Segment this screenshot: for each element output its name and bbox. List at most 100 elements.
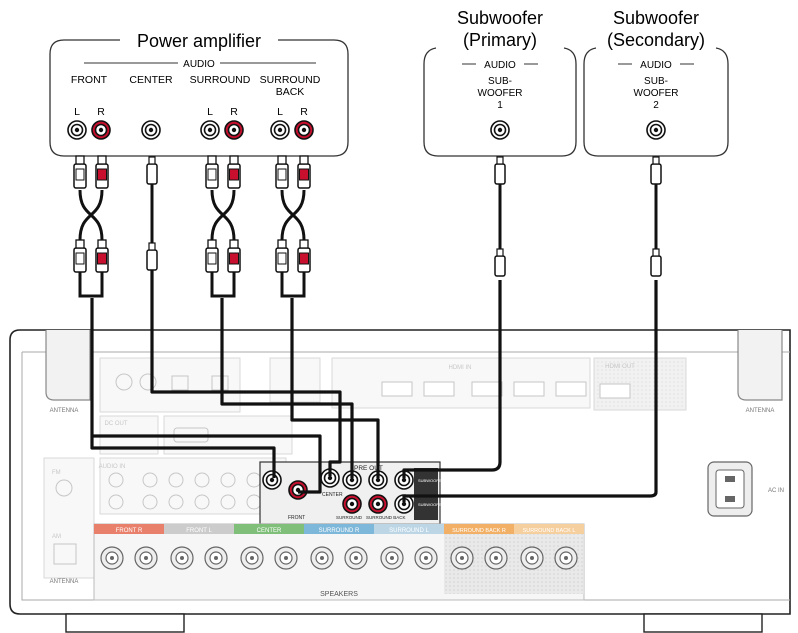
spk-label-front-l: FRONT L [186, 528, 212, 534]
front-l-amp-plug [73, 155, 87, 189]
spk-terminal [134, 546, 158, 570]
preout-front-label: FRONT [288, 515, 305, 521]
subwoofer-secondary-title: Subwoofer [613, 8, 699, 28]
spk-center-header [234, 524, 304, 534]
amp-group-surround-label: SURROUND [190, 74, 251, 86]
power-amplifier-title: Power amplifier [137, 31, 261, 51]
spk-terminal [414, 546, 438, 570]
amp-front-l-jack [67, 120, 87, 140]
cable-front-split [90, 436, 276, 478]
spk-surround-back-r-header [444, 524, 514, 534]
front-r-amp-plug [95, 155, 109, 189]
spk-terminal [450, 546, 474, 570]
spk-surround-r-header [304, 524, 374, 534]
spk-terminal [100, 546, 124, 570]
spk-front-l-header [164, 524, 234, 534]
receiver-rear-panel: ANTENNA ANTENNA ANTENNA HDMI IN HDMI OUT… [9, 329, 791, 633]
cable-sub1 [402, 280, 502, 478]
spk-terminal [344, 546, 368, 570]
subwoofer-secondary-audio: AUDIO [640, 60, 672, 71]
preout-surround-back-label: SURROUND BACK [366, 515, 406, 520]
front-r-rx-plug [95, 239, 109, 273]
fm-label: FM [52, 470, 61, 476]
surround-r-amp-plug [227, 155, 241, 189]
amp-group-surround-back-label: SURROUND [260, 74, 321, 86]
spk-terminal [274, 546, 298, 570]
sub1-rx-plug [494, 248, 506, 277]
cable-front [90, 298, 322, 494]
center-rx-plug [146, 242, 158, 271]
front-l-rx-plug [73, 239, 87, 273]
front-y-cable [73, 155, 109, 298]
amp-group-center-label: CENTER [129, 74, 173, 86]
subwoofer-primary-label-2: WOOFER [478, 88, 523, 99]
subwoofer-primary-title: Subwoofer [457, 8, 543, 28]
dc-out-label: DC OUT [105, 421, 128, 427]
spk-label-surround-back-l: SURROUND BACK L [523, 528, 576, 534]
preout-center-label: CENTER [322, 492, 343, 498]
cable-surround-back [290, 298, 380, 478]
hdmi-in-label: HDMI IN [449, 365, 472, 371]
cables [90, 270, 658, 502]
amp-front-r-label: R [97, 106, 105, 118]
subwoofer-secondary-num: 2 [653, 100, 659, 111]
subwoofer-primary-num: 1 [497, 100, 503, 111]
surround-l-amp-plug [205, 155, 219, 189]
amp-surround-l-label: L [207, 106, 213, 118]
preout-surround-label: SURROUND [336, 515, 363, 520]
spk-label-surround-r: SURROUND R [319, 528, 360, 534]
subwoofer-primary-audio: AUDIO [484, 60, 516, 71]
center-amp-plug [146, 156, 158, 185]
spk-label-center: CENTER [257, 528, 282, 534]
amp-group-surround-back-label-2: BACK [276, 86, 305, 98]
amp-surround-r-label: R [230, 106, 238, 118]
amp-surround-r-jack [224, 120, 244, 140]
subwoofer-secondary-label-2: WOOFER [634, 88, 679, 99]
surround-back-r-amp-plug [297, 155, 311, 189]
surround-back-l-amp-plug [275, 155, 289, 189]
spk-surround-back-l-header [514, 524, 584, 534]
spk-terminal [484, 546, 508, 570]
subwoofer-secondary-panel: Subwoofer (Secondary) AUDIO SUB- WOOFER … [583, 8, 729, 157]
amp-surround-l-jack [200, 120, 220, 140]
receiver-foot-left [65, 613, 185, 633]
sub1-amp-plug [494, 156, 506, 185]
cable-sub2 [402, 280, 658, 502]
hdmi-out-label: HDMI OUT [605, 364, 635, 370]
amp-surround-back-r-jack [294, 120, 314, 140]
preout-surround-back-r-jack [368, 494, 388, 514]
receiver-foot-right [643, 613, 763, 633]
subwoofer-primary-panel: Subwoofer (Primary) AUDIO SUB- WOOFER 1 [423, 8, 577, 157]
ac-in-label: AC IN [768, 488, 784, 494]
preout-subwoofer2-label: SUBWOOFER 2 [418, 502, 448, 507]
digital-inputs-area: HDMI IN HDMI OUT DC OUT AUDIO IN [43, 357, 687, 579]
amp-group-front-label: FRONT [71, 74, 108, 86]
sub2-cable [650, 156, 662, 277]
sub1-cable [494, 156, 506, 277]
ac-inlet: AC IN [707, 461, 784, 517]
pre-out-block: PRE OUT CENTER FRONT SURROUND SURROUND B… [259, 461, 448, 525]
subwoofer-secondary-jack [646, 120, 666, 140]
spk-label-surround-l: SURROUND L [389, 528, 429, 534]
am-label: AM [52, 534, 61, 540]
amp-surround-back-l-label: L [277, 106, 283, 118]
pre-out-label: PRE OUT [354, 465, 383, 472]
surround-l-rx-plug [205, 239, 219, 273]
preout-surround-r-jack [342, 494, 362, 514]
spk-terminal [380, 546, 404, 570]
cable-surround [220, 298, 354, 478]
amp-surround-back-l-jack [270, 120, 290, 140]
sub2-amp-plug [650, 156, 662, 185]
amp-front-l-label: L [74, 106, 80, 118]
antenna-bracket-left [45, 330, 91, 401]
amp-front-r-jack [91, 120, 111, 140]
subwoofer-primary-label: SUB- [488, 76, 512, 87]
antenna-label-bottom: ANTENNA [50, 579, 79, 585]
spk-label-front-r: FRONT R [116, 528, 143, 534]
power-amplifier-panel: Power amplifier AUDIO FRONT CENTER SURRO… [49, 31, 349, 157]
spk-label-surround-back-r: SURROUND BACK R [452, 528, 506, 534]
speakers-block: FRONT R FRONT L CENTER SURROUND R SURROU… [93, 523, 585, 601]
spk-terminal [170, 546, 194, 570]
subwoofer-secondary-label: SUB- [644, 76, 668, 87]
